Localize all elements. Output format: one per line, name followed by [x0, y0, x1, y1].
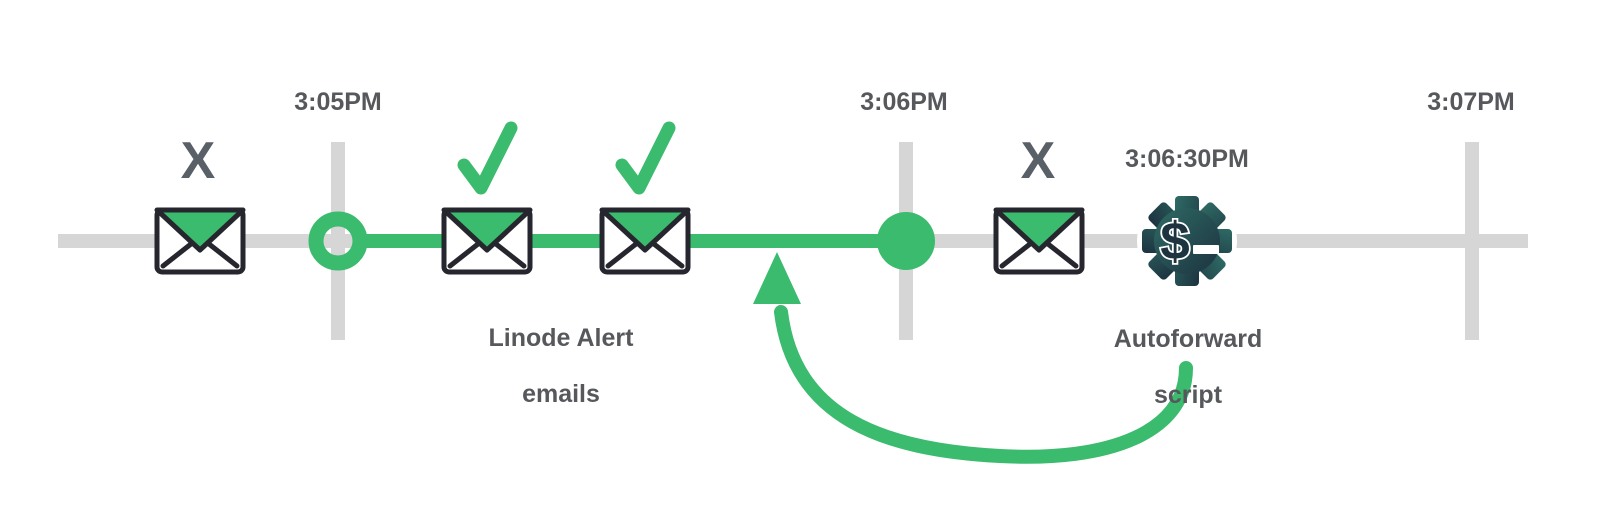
autoforward-caption: Autoforward script	[1088, 297, 1288, 437]
autoforward-caption-line2: script	[1153, 381, 1223, 409]
x-icon: X	[180, 132, 216, 190]
alert-emails-caption: Linode Alert emails	[461, 296, 661, 436]
alert-emails-caption-line2: emails	[522, 380, 600, 408]
segment-end-dot	[877, 212, 935, 270]
envelope-icon	[996, 210, 1082, 272]
gear-dollar-icon: $	[1137, 191, 1237, 291]
tick-3-05pm	[331, 142, 345, 340]
envelope-icon	[444, 210, 530, 272]
tick-label-3-06pm: 3:06PM	[860, 88, 948, 116]
tick-label-3-07pm: 3:07PM	[1427, 88, 1515, 116]
dollar-glyph: $	[1160, 212, 1189, 271]
envelope-icon	[157, 210, 243, 272]
tick-label-3-05pm: 3:05PM	[294, 88, 382, 116]
prompt-dash	[1193, 245, 1219, 254]
x-icon: X	[1020, 132, 1056, 190]
script-time-label: 3:06:30PM	[1125, 145, 1249, 173]
check-icon	[457, 121, 518, 195]
segment-start-ring	[308, 211, 368, 271]
check-icon	[615, 121, 676, 195]
tick-3-07pm	[1465, 142, 1479, 340]
alert-emails-caption-line1: Linode Alert	[488, 324, 634, 352]
autoforward-caption-line1: Autoforward	[1113, 325, 1263, 353]
curved-arrow-icon	[753, 252, 1193, 464]
envelope-icon	[602, 210, 688, 272]
